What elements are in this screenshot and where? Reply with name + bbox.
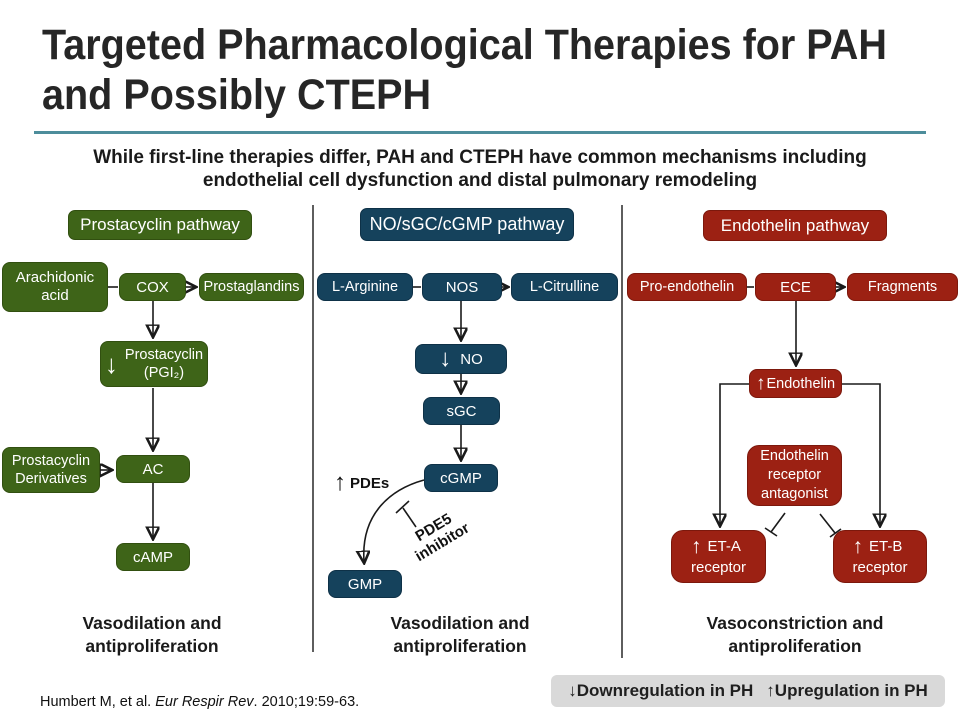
page-title: Targeted Pharmacological Therapies for P…: [42, 20, 887, 120]
arachidonic-acid-label: Arachidonic acid: [15, 269, 95, 304]
prostacyclin-pgi2-box: ↓ Prostacyclin (PGI₂): [100, 341, 208, 387]
title-line-2: and Possibly CTEPH: [42, 71, 432, 119]
sgc-box: sGC: [423, 397, 500, 425]
endothelin-to-eta-arrow: [720, 383, 749, 524]
sgc-label: sGC: [446, 402, 477, 420]
prostaglandins-box: Prostaglandins: [199, 273, 304, 301]
l-citrulline-label: L-Citrulline: [529, 279, 600, 295]
cgmp-box: cGMP: [424, 464, 498, 492]
ac-label: AC: [142, 460, 164, 478]
endothelin-pathway-header-label: Endothelin pathway: [720, 215, 870, 235]
no-pathway-outcome-label: Vasodilation and antiproliferation: [390, 613, 530, 656]
subtitle: While first-line therapies differ, PAH a…: [0, 146, 960, 192]
et-a-receptor-label: ↑ET-A receptor: [690, 534, 747, 576]
gmp-box: GMP: [328, 570, 402, 598]
cox-box: COX: [119, 273, 186, 301]
no-label: NO: [460, 350, 483, 368]
et-a-receptor-box: ↑ET-A receptor: [671, 530, 766, 583]
nos-box: NOS: [422, 273, 502, 301]
endothelin-receptor-antagonist-box: Endothelin receptor antagonist: [747, 445, 842, 506]
prostacyclin-derivatives-box: Prostacyclin Derivatives: [2, 447, 100, 493]
l-arginine-box: L-Arginine: [317, 273, 413, 301]
legend-downregulation: ↓Downregulation in PH: [568, 681, 754, 700]
regulation-legend: ↓Downregulation in PH ↑Upregulation in P…: [551, 675, 945, 707]
legend-upregulation: ↑Upregulation in PH: [766, 681, 928, 700]
endothelin-pathway-header: Endothelin pathway: [703, 210, 887, 241]
citation-journal: Eur Respir Rev: [155, 694, 254, 710]
up-arrow-icon: ↑: [690, 534, 702, 558]
down-arrow-icon: ↓: [439, 345, 452, 372]
endothelin-receptor-antagonist-label: Endothelin receptor antagonist: [760, 448, 829, 502]
down-arrow-icon: ↓: [104, 348, 118, 379]
pro-endothelin-label: Pro-endothelin: [639, 279, 735, 295]
l-arginine-label: L-Arginine: [331, 279, 399, 295]
l-citrulline-box: L-Citrulline: [511, 273, 618, 301]
pde5-inhibitor-label: PDE5 inhibitor: [412, 510, 473, 566]
subtitle-line-1: While first-line therapies differ, PAH a…: [93, 147, 867, 168]
prostacyclin-pathway-header-label: Prostacyclin pathway: [80, 215, 240, 234]
et-b-receptor-label: ↑ET-B receptor: [852, 534, 908, 576]
title-line-1: Targeted Pharmacological Therapies for P…: [42, 21, 887, 69]
prostacyclin-pathway-header: Prostacyclin pathway: [68, 210, 252, 240]
no-box: ↓ NO: [415, 344, 507, 374]
ece-label: ECE: [780, 278, 811, 296]
pde5-inhibition-stem: [402, 507, 417, 528]
fragments-box: Fragments: [847, 273, 958, 301]
prostacyclin-pgi2-label: Prostacyclin (PGI₂): [124, 347, 204, 381]
antagonist-etb-inhibition-stem: [819, 513, 836, 534]
prostaglandins-label: Prostaglandins: [203, 279, 300, 295]
endothelin-label: Endothelin: [766, 375, 836, 392]
citation: Humbert M, et al. Eur Respir Rev. 2010;1…: [40, 694, 360, 710]
pro-endothelin-box: Pro-endothelin: [627, 273, 747, 301]
antagonist-eta-inhibition-stem: [770, 512, 786, 533]
no-pathway-header-label: NO/sGC/cGMP pathway: [369, 214, 565, 234]
cox-label: COX: [136, 278, 169, 296]
nos-label: NOS: [445, 278, 479, 296]
up-arrow-icon: ↑: [852, 534, 863, 558]
endothelin-outcome-label: Vasoconstriction and antiproliferation: [706, 613, 884, 656]
up-arrow-icon: ↑: [755, 372, 766, 394]
fragments-label: Fragments: [867, 279, 938, 295]
ac-box: AC: [116, 455, 190, 483]
up-arrow-icon: ↑: [334, 469, 346, 496]
antagonist-eta-inhibition-cap: [764, 527, 778, 537]
camp-label: cAMP: [132, 548, 173, 566]
endothelin-box: ↑ Endothelin: [749, 369, 842, 398]
endothelin-to-etb-arrow: [842, 383, 880, 524]
pdes-label: ↑ PDEs: [334, 469, 390, 496]
et-b-receptor-box: ↑ET-B receptor: [833, 530, 927, 583]
cgmp-label: cGMP: [440, 469, 482, 487]
title-divider-rule: [34, 131, 926, 134]
gmp-label: GMP: [347, 575, 383, 593]
arachidonic-acid-box: Arachidonic acid: [2, 262, 108, 312]
ece-box: ECE: [755, 273, 836, 301]
prostacyclin-outcome-label: Vasodilation and antiproliferation: [82, 613, 222, 656]
camp-box: cAMP: [116, 543, 190, 571]
prostacyclin-derivatives-label: Prostacyclin Derivatives: [11, 453, 91, 487]
no-pathway-header: NO/sGC/cGMP pathway: [360, 208, 574, 241]
pde5-inhibition-cap: [395, 500, 410, 514]
subtitle-line-2: endothelial cell dysfunction and distal …: [202, 170, 758, 191]
